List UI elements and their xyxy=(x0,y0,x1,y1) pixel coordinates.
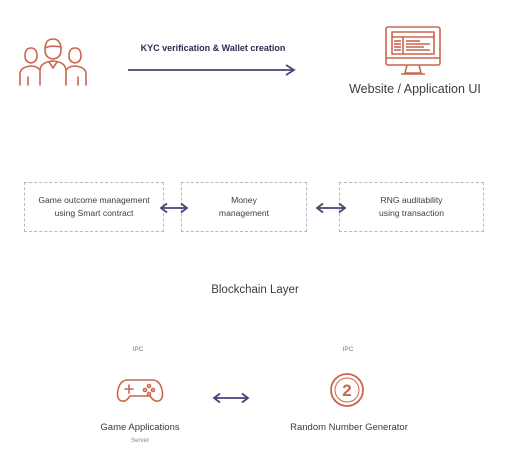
ipc-label: IPC xyxy=(342,346,354,353)
ipc-label: IPC xyxy=(132,346,144,353)
money-management-label: Money management xyxy=(218,194,270,218)
double-arrow-icon xyxy=(212,392,250,404)
double-arrow-icon xyxy=(315,202,347,214)
blockchain-layer-label: Blockchain Layer xyxy=(211,284,299,296)
game-outcome-label: Game outcome management using Smart cont… xyxy=(38,194,150,218)
rng-auditability-box: RNG auditability using transaction xyxy=(339,182,484,232)
users-group-icon xyxy=(19,38,87,86)
game-applications-label: Game Applications xyxy=(100,422,180,433)
game-outcome-box: Game outcome management using Smart cont… xyxy=(24,182,164,232)
money-management-box: Money management xyxy=(181,182,307,232)
gamepad-icon xyxy=(116,379,164,402)
number-two-circle-icon: 2 xyxy=(330,373,364,407)
website-application-label: Website / Application UI xyxy=(349,82,481,96)
random-number-generator-label: Random Number Generator xyxy=(290,422,408,433)
double-arrow-icon xyxy=(159,202,189,214)
server-label: Server xyxy=(131,438,149,444)
kyc-wallet-label: KYC verification & Wallet creation xyxy=(140,43,286,53)
rng-auditability-label: RNG auditability using transaction xyxy=(379,194,444,218)
rng-icon-number: 2 xyxy=(342,381,351,400)
right-arrow-icon xyxy=(128,64,296,76)
monitor-icon xyxy=(385,26,441,75)
